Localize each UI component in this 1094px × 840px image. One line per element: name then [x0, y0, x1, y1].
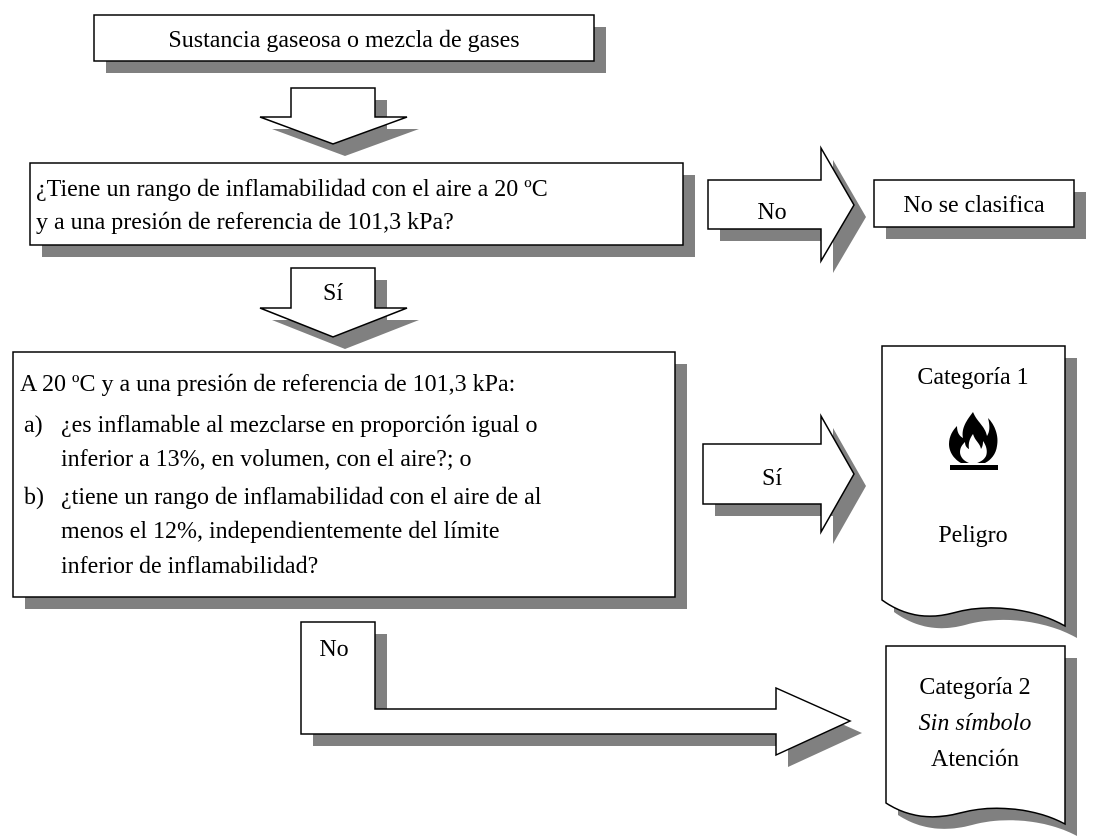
question1-line2: y a una presión de referencia de 101,3 k…	[36, 209, 454, 235]
category2-signal-word: Atención	[931, 746, 1019, 772]
arrow-down-1	[259, 87, 419, 156]
question1-box: ¿Tiene un rango de inflamabilidad con el…	[29, 162, 695, 257]
not-classified-label: No se clasifica	[903, 192, 1045, 218]
arrow-elbow-no: No	[300, 621, 862, 767]
arrow-right-yes-2: Sí	[702, 413, 866, 544]
category2-symbol-note: Sin símbolo	[919, 710, 1032, 736]
arrow-yes-label-2: Sí	[762, 465, 782, 491]
not-classified-box: No se clasifica	[873, 179, 1086, 239]
question2-intro: A 20 ºC y a una presión de referencia de…	[20, 371, 515, 397]
category1-box: Categoría 1 Peligro	[881, 345, 1077, 638]
question2-b-line1: ¿tiene un rango de inflamabilidad con el…	[61, 484, 542, 510]
category2-box: Categoría 2 Sin símbolo Atención	[885, 645, 1077, 836]
category1-title: Categoría 1	[917, 364, 1028, 390]
category2-title: Categoría 2	[919, 674, 1030, 700]
arrow-right-no-1: No	[707, 145, 866, 273]
flame-icon	[949, 412, 998, 470]
category1-signal-word: Peligro	[938, 522, 1007, 548]
arrow-yes-label-1: Sí	[323, 280, 343, 306]
arrow-no-label-1: No	[757, 199, 786, 225]
question2-a-line2: inferior a 13%, en volumen, con el aire?…	[61, 446, 472, 472]
question2-a-marker: a)	[24, 412, 43, 438]
arrow-no-label-2: No	[319, 636, 348, 662]
start-box: Sustancia gaseosa o mezcla de gases	[93, 14, 606, 73]
question2-b-line2: menos el 12%, independientemente del lím…	[61, 518, 500, 544]
question2-b-marker: b)	[24, 484, 44, 510]
question2-b-line3: inferior de inflamabilidad?	[61, 553, 318, 579]
question1-line1: ¿Tiene un rango de inflamabilidad con el…	[36, 176, 548, 202]
start-label: Sustancia gaseosa o mezcla de gases	[168, 27, 519, 53]
question2-box: A 20 ºC y a una presión de referencia de…	[12, 351, 687, 609]
arrow-down-yes-1: Sí	[259, 267, 419, 349]
question2-a-line1: ¿es inflamable al mezclarse en proporció…	[61, 412, 537, 438]
